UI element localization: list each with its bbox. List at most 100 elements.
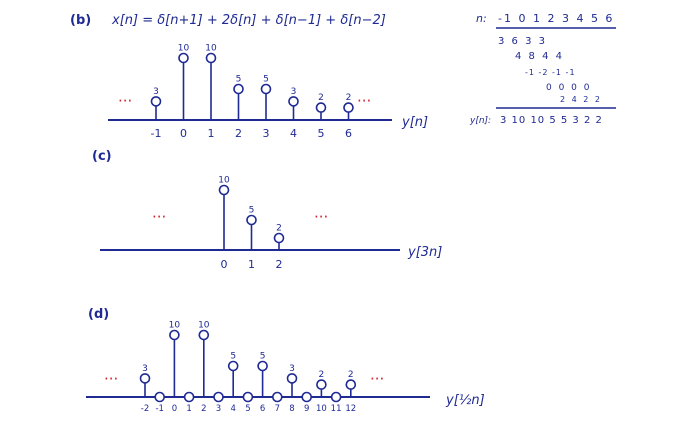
table-header-label: n: [476, 12, 487, 25]
tick-label: 4 [290, 127, 297, 140]
stem-marker [345, 379, 357, 390]
stem-value-label: 2 [348, 370, 354, 380]
part-b: (b) x[n] = δ[n+1] + 2δ[n] + δ[n−1] + δ[n… [70, 13, 428, 140]
tick-label: 2 [276, 258, 283, 271]
stem-marker [139, 373, 151, 384]
table-header-values: -1 0 1 2 3 4 5 6 [498, 12, 614, 25]
stem-marker [183, 391, 195, 403]
stem-marker [213, 391, 224, 403]
stem-value-label: 2 [276, 224, 282, 234]
stem-marker [315, 102, 327, 113]
tick-label: 6 [345, 127, 352, 140]
stem-value-label: 5 [249, 206, 255, 216]
part-c-stem-plot: 10 0 5 1 2 2 [218, 176, 285, 271]
tick-label: 4 [230, 404, 235, 414]
tick-label: 5 [318, 127, 325, 140]
stem-value-label: 2 [319, 370, 325, 380]
part-b-left-ellipsis: ··· [118, 92, 132, 110]
tick-label: -1 [155, 404, 163, 414]
stem-value-label: 10 [198, 321, 210, 331]
stem-marker [205, 52, 217, 64]
tick-label: 2 [235, 127, 242, 140]
table-row: 3 6 3 3 [498, 36, 547, 47]
stem-value-label: 10 [178, 44, 190, 54]
stem-marker [150, 96, 162, 107]
stem-marker [286, 373, 298, 384]
part-b-axis-label: y[n] [401, 115, 428, 130]
part-b-stem-plot: 3 -1 10 0 10 1 5 2 5 3 3 4 2 5 2 6 [150, 44, 354, 140]
tick-label: 12 [345, 404, 356, 414]
stem-value-label: 10 [169, 321, 181, 331]
part-d-right-ellipsis: ··· [370, 370, 384, 388]
tick-label: 0 [180, 127, 187, 140]
stem-marker [260, 83, 272, 95]
part-c-right-ellipsis: ··· [314, 208, 328, 226]
tick-label: 3 [216, 404, 221, 414]
tick-label: 0 [172, 404, 177, 414]
stem-value-label: 3 [289, 364, 295, 374]
table-row: -1 -2 -1 -1 [525, 68, 576, 77]
stem-marker [233, 83, 244, 95]
stem-marker [330, 391, 342, 403]
tick-label: 7 [275, 404, 280, 414]
stem-marker [154, 391, 165, 403]
table-row: 0 0 0 0 [546, 83, 592, 93]
part-d-label: (d) [88, 307, 109, 322]
table-row: 4 8 4 4 [515, 51, 564, 62]
stem-marker [198, 329, 210, 341]
stem-marker [178, 52, 189, 64]
tick-label: 1 [186, 404, 191, 414]
table-row: 2 4 2 2 [560, 95, 602, 104]
stem-value-label: 10 [218, 176, 230, 186]
part-c-label: (c) [92, 149, 112, 164]
stem-value-label: 5 [263, 75, 269, 85]
stem-value-label: 5 [260, 352, 266, 362]
stem-marker [316, 379, 327, 390]
tick-label: 8 [289, 404, 294, 414]
stem-marker [169, 329, 180, 341]
tick-label: 10 [316, 404, 327, 414]
stem-marker [257, 360, 268, 372]
tick-label: 3 [263, 127, 270, 140]
stem-value-label: 3 [291, 87, 297, 97]
stem-marker [301, 391, 313, 403]
stem-value-label: 10 [205, 44, 217, 54]
part-c-axis-label: y[3n] [407, 245, 442, 260]
tick-label: 9 [304, 404, 309, 414]
part-b-right-ellipsis: ··· [357, 92, 371, 110]
tick-label: 5 [245, 404, 250, 414]
stem-value-label: 2 [346, 93, 352, 103]
part-c: (c) ··· ··· y[3n] 10 0 5 1 2 2 [92, 149, 442, 271]
part-b-equation: x[n] = δ[n+1] + 2δ[n] + δ[n−1] + δ[n−2] [111, 13, 386, 28]
part-c-left-ellipsis: ··· [152, 208, 166, 226]
stem-value-label: 5 [230, 352, 236, 362]
convolution-table: n: -1 0 1 2 3 4 5 6 3 6 3 3 4 8 4 4 -1 -… [469, 12, 616, 126]
tick-label: -1 [151, 127, 162, 140]
table-result-values: 3 10 10 5 5 3 2 2 [500, 115, 603, 126]
stem-value-label: 5 [236, 75, 242, 85]
tick-label: 11 [331, 404, 342, 414]
part-d-left-ellipsis: ··· [104, 370, 118, 388]
tick-label: 2 [201, 404, 206, 414]
stem-marker [218, 184, 230, 196]
stem-marker [271, 391, 283, 403]
tick-label: 0 [221, 258, 228, 271]
tick-label: 1 [248, 258, 255, 271]
tick-label: 6 [260, 404, 265, 414]
stem-value-label: 3 [153, 87, 159, 97]
tick-label: 1 [208, 127, 215, 140]
stem-marker [242, 391, 254, 403]
stem-marker [288, 96, 299, 107]
stem-value-label: 2 [318, 93, 324, 103]
part-b-label: (b) [70, 13, 91, 28]
stem-value-label: 3 [142, 364, 148, 374]
table-result-label: y[n]: [469, 116, 491, 126]
tick-label: -2 [141, 404, 149, 414]
part-d-axis-label: y[½n] [445, 393, 485, 408]
stem-marker [273, 232, 285, 244]
stem-marker [246, 214, 257, 226]
